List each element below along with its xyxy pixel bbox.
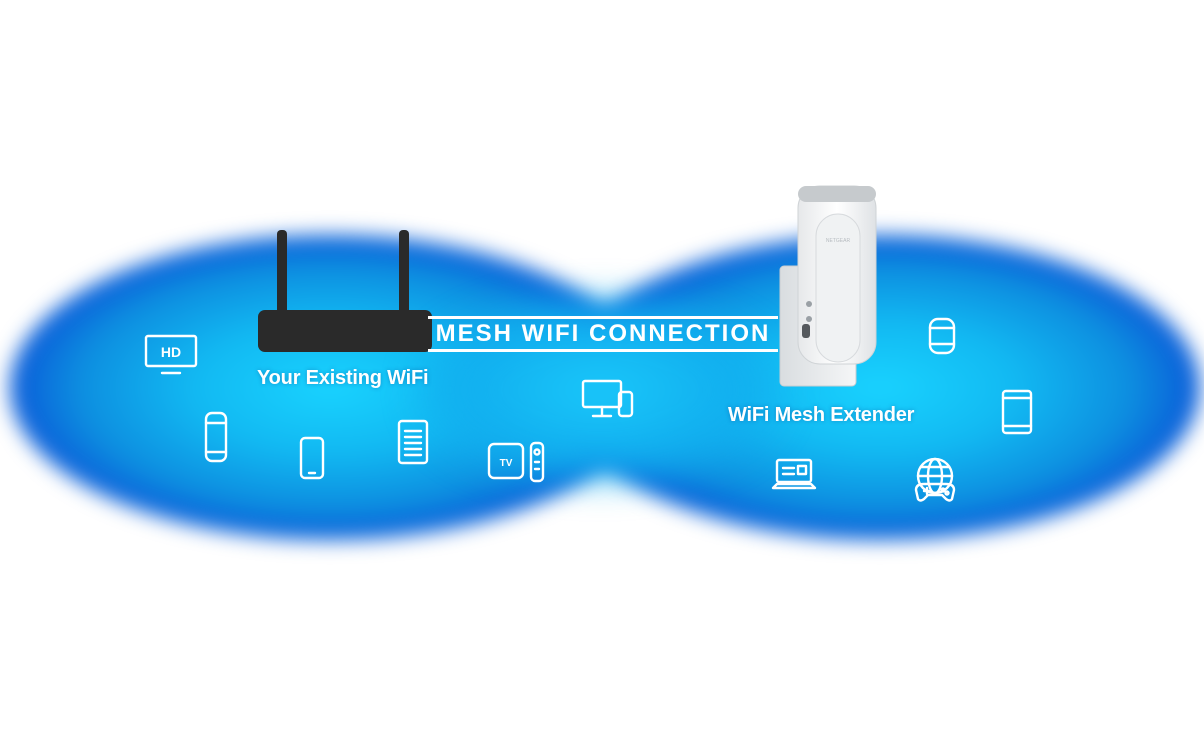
smart-speaker-right-icon (928, 317, 956, 355)
tv-box-text: TV (500, 458, 513, 469)
hd-tv-icon: HD (144, 334, 198, 375)
laptop-icon (771, 458, 817, 490)
gaming-globe-icon (914, 457, 956, 502)
router-icon (258, 230, 432, 352)
smartphone-icon (299, 436, 325, 480)
mesh-connection-link: MESH WIFI CONNECTION (428, 316, 778, 352)
e-reader-icon (397, 419, 429, 465)
hd-tv-text: HD (161, 344, 181, 360)
extender-label: WiFi Mesh Extender (728, 404, 915, 426)
router-label: Your Existing WiFi (257, 367, 429, 389)
mesh-extender-device: NETGEAR (779, 185, 877, 387)
coverage-overlap (420, 300, 780, 480)
smart-speaker-icon (204, 411, 228, 463)
mesh-connection-label: MESH WIFI CONNECTION (435, 320, 771, 347)
tablet-icon (1001, 389, 1033, 435)
extender-brand-logo: NETGEAR (826, 238, 851, 244)
streaming-box-icon: TV (487, 441, 545, 483)
desktop-computer-icon (581, 379, 634, 418)
